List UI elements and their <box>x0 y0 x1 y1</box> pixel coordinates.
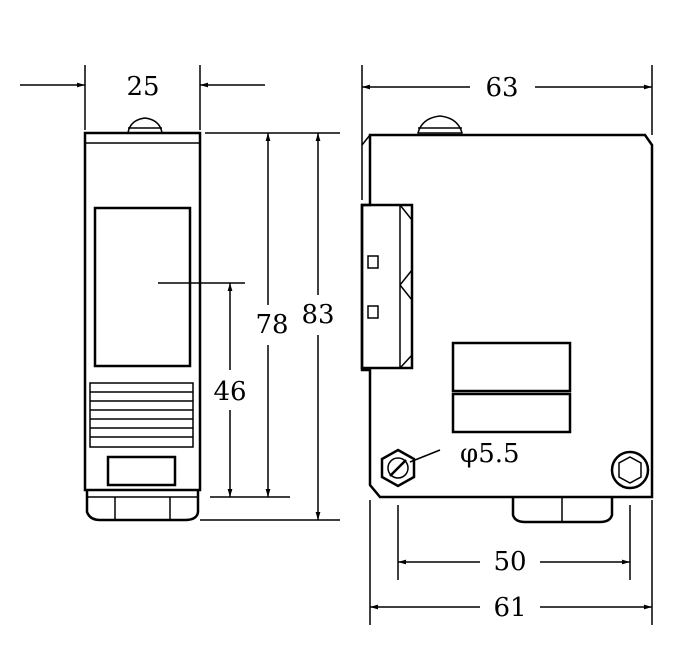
dimension-78: 78 <box>255 133 289 497</box>
dimension-83: 83 <box>301 133 335 520</box>
dim-46-label: 46 <box>213 377 246 407</box>
side-view <box>83 117 202 522</box>
indicator <box>106 455 177 487</box>
grille <box>89 382 194 448</box>
top-nut <box>127 117 163 134</box>
dim-83-label: 83 <box>301 300 334 330</box>
dimension-25: 25 <box>20 65 265 130</box>
front-top-nut <box>417 115 463 134</box>
dim-50-label: 50 <box>493 547 526 577</box>
side-connector <box>85 490 200 522</box>
side-body <box>83 131 202 492</box>
dimension-61: 61 <box>369 500 653 625</box>
dimension-46: 46 <box>213 283 247 497</box>
dimension-50: 50 <box>397 505 631 580</box>
dim-25-label: 25 <box>126 72 159 102</box>
hole-leader <box>409 449 441 463</box>
round-mounting-hole <box>610 450 650 490</box>
label-plate-bottom <box>451 392 572 434</box>
label-plate-top <box>451 341 572 393</box>
dimension-63: 63 <box>361 65 653 200</box>
dim-78-label: 78 <box>255 310 288 340</box>
lens-window <box>93 206 192 368</box>
hole-diameter-label: φ5.5 <box>460 439 520 469</box>
front-view: φ5.5 <box>360 115 654 524</box>
dim-63-label: 63 <box>485 73 518 103</box>
side-connector-block <box>360 203 414 370</box>
dim-61-label: 61 <box>493 593 526 623</box>
hex-mounting-hole <box>380 448 416 488</box>
